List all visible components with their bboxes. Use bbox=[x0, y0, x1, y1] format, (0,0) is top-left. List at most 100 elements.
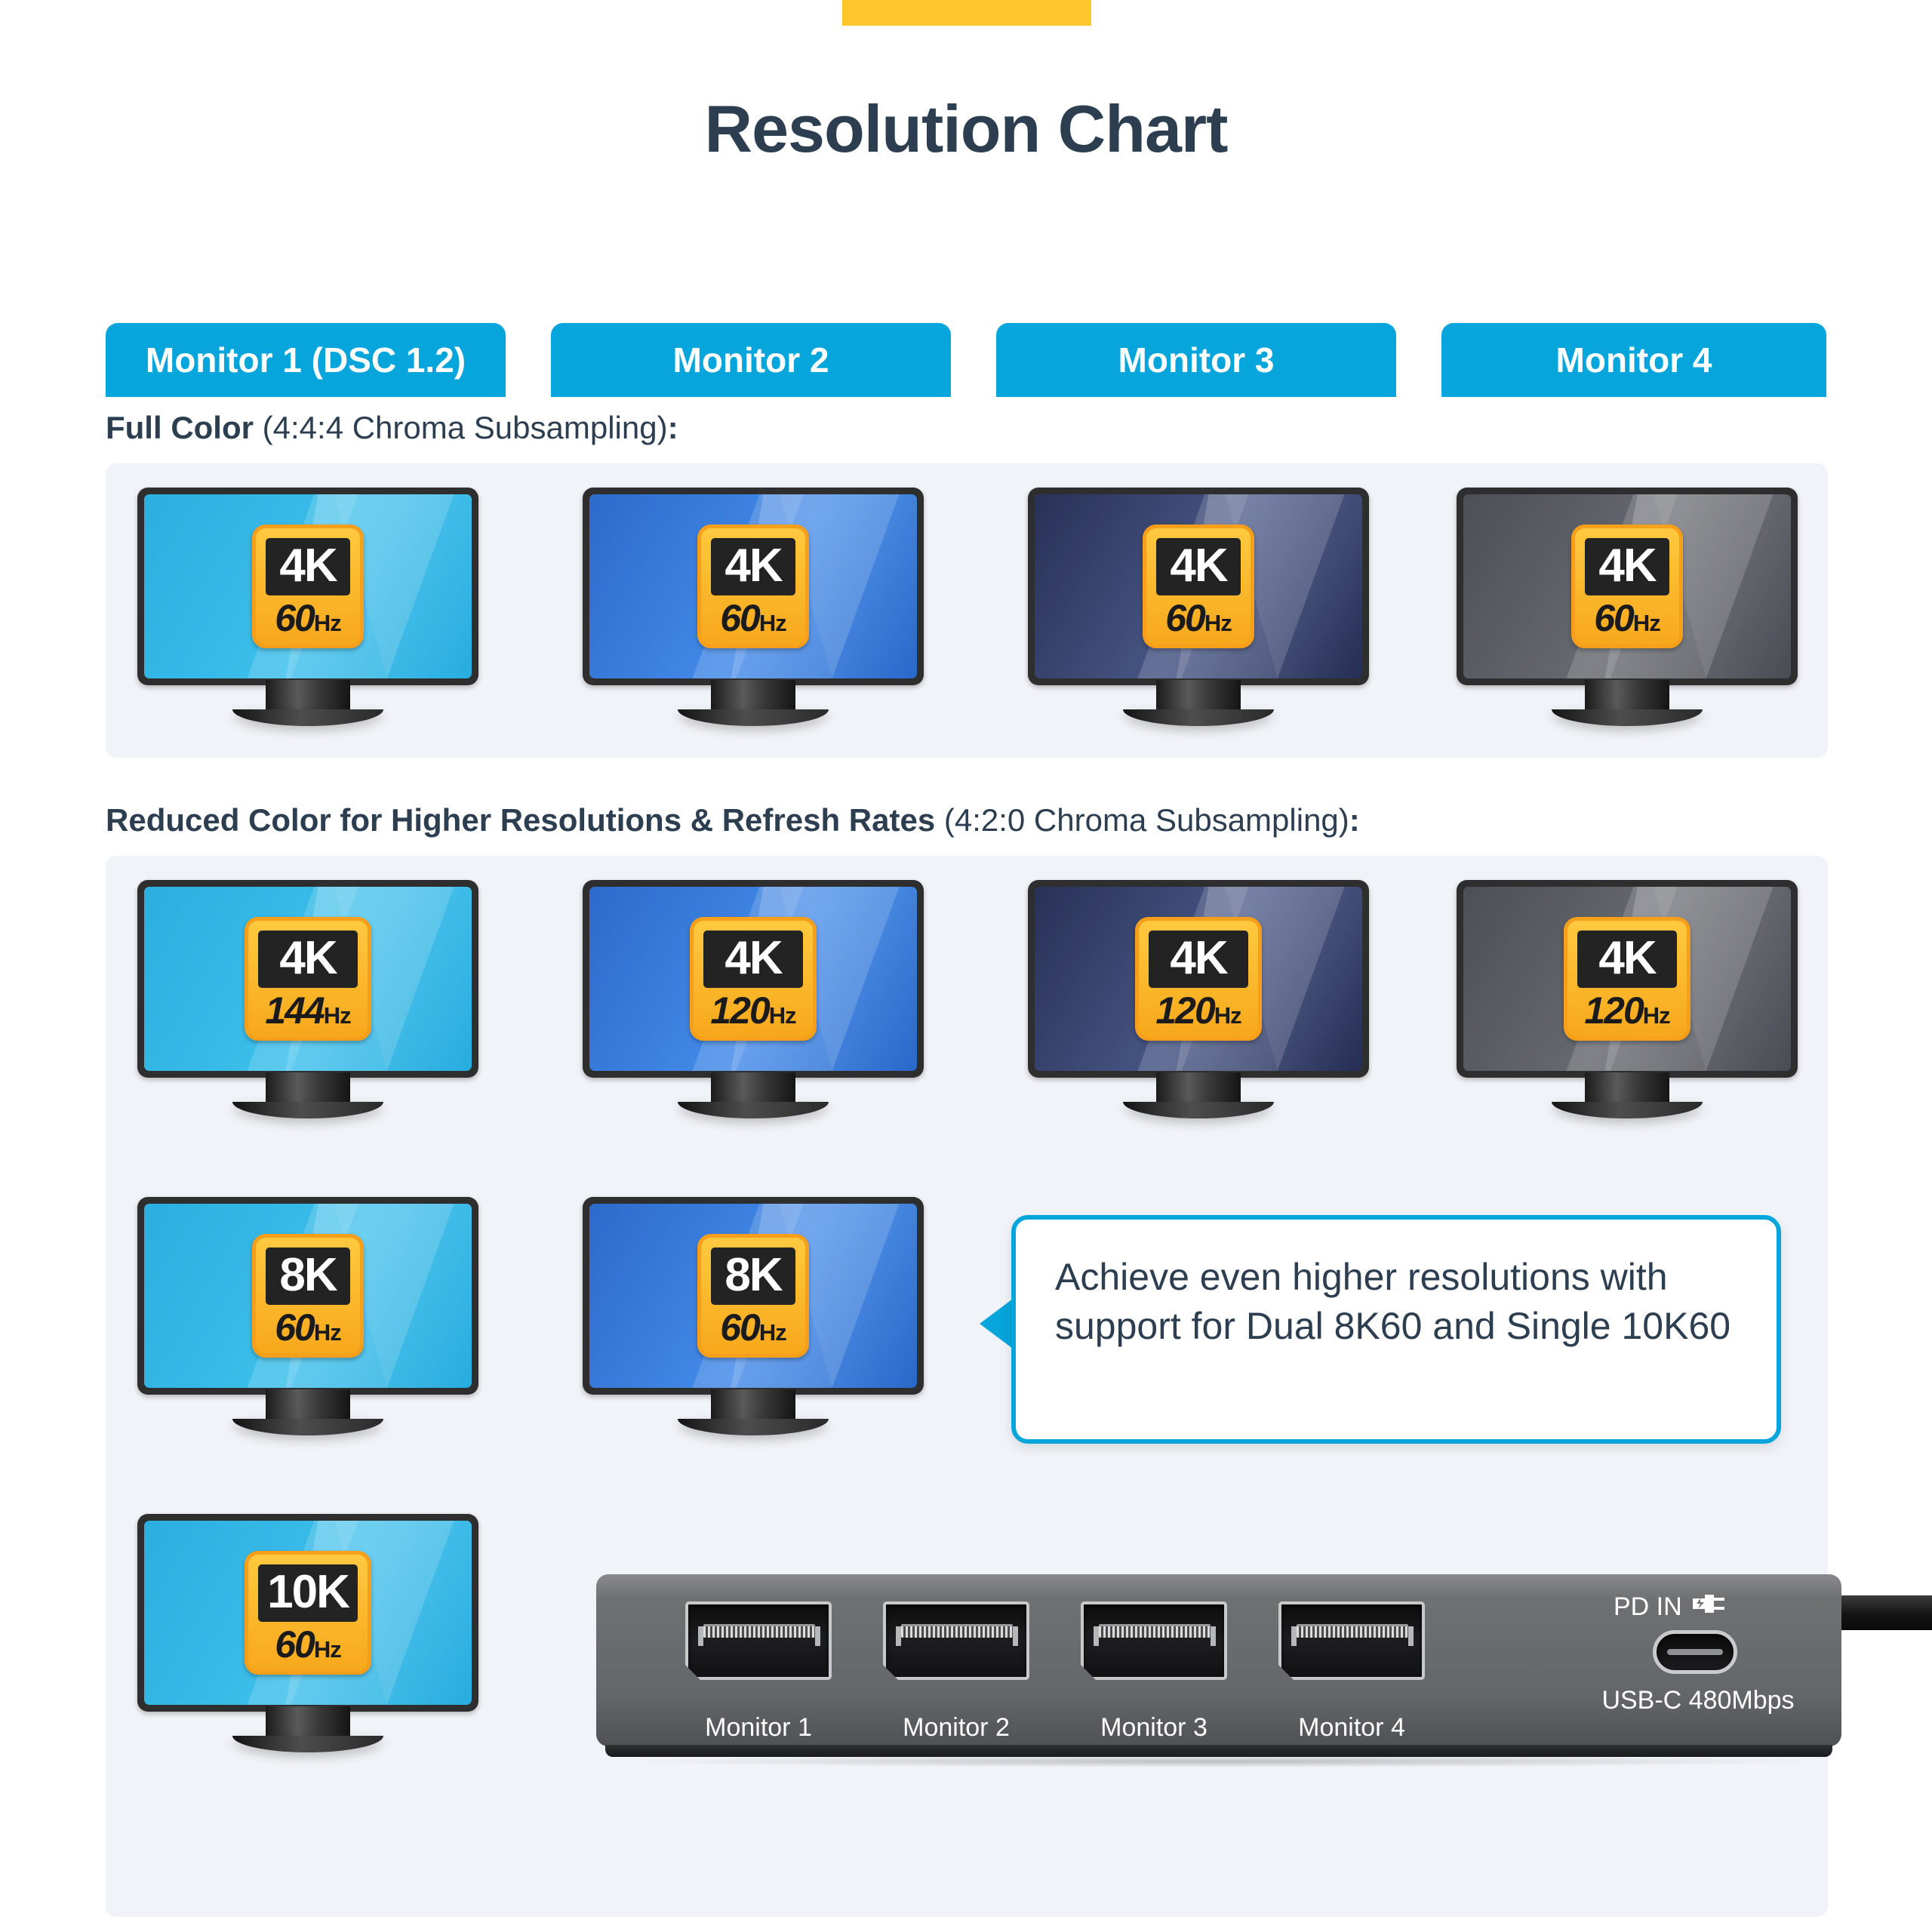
section-label-reduced-color-bold: Reduced Color for Higher Resolutions & R… bbox=[106, 802, 936, 838]
dp-port-group-1: Monitor 1 bbox=[685, 1601, 832, 1742]
resolution-value: 4K bbox=[703, 931, 803, 988]
callout-box: Achieve even higher resolutions with sup… bbox=[1011, 1215, 1781, 1444]
connector-pins bbox=[901, 1624, 1013, 1638]
monitor-screen: 4K 120Hz bbox=[1463, 887, 1791, 1071]
resolution-value: 4K bbox=[1149, 931, 1248, 988]
displayport-connector-3[interactable] bbox=[1081, 1601, 1227, 1680]
monitor-bezel: 4K 60Hz bbox=[1028, 488, 1369, 685]
resolution-badge: 4K 60Hz bbox=[1143, 525, 1254, 648]
monitor-neck bbox=[1156, 680, 1241, 714]
monitor-base bbox=[232, 1419, 383, 1435]
monitor-base bbox=[678, 709, 829, 726]
pd-in-label: PD IN bbox=[1614, 1592, 1682, 1621]
resolution-value: 4K bbox=[258, 931, 358, 988]
monitor-screen: 4K 60Hz bbox=[1463, 494, 1791, 678]
monitor-neck bbox=[711, 1072, 795, 1106]
tab-monitor-2-label: Monitor 2 bbox=[672, 340, 829, 380]
monitor-bezel: 4K 120Hz bbox=[1457, 880, 1798, 1078]
monitor-screen: 4K 144Hz bbox=[144, 887, 472, 1071]
displayport-connector-2[interactable] bbox=[883, 1601, 1029, 1680]
resolution-value: 4K bbox=[266, 538, 350, 595]
monitor-graphic-reduced-2-2: 8K 60Hz bbox=[583, 1197, 924, 1435]
dp-port-group-2: Monitor 2 bbox=[883, 1601, 1029, 1742]
monitor-neck bbox=[266, 1706, 350, 1740]
dp-port-group-3: Monitor 3 bbox=[1081, 1601, 1227, 1742]
resolution-value: 4K bbox=[1577, 931, 1677, 988]
monitor-tab-row: Monitor 1 (DSC 1.2) Monitor 2 Monitor 3 … bbox=[106, 323, 1826, 397]
monitor-screen: 8K 60Hz bbox=[144, 1204, 472, 1388]
refresh-rate-value: 60Hz bbox=[1594, 597, 1661, 639]
dp-port-label-2: Monitor 2 bbox=[903, 1713, 1010, 1742]
resolution-value: 4K bbox=[1585, 538, 1669, 595]
dock-illustration: Monitor 1 Monitor 2 Monitor 3 Monitor 4 … bbox=[596, 1571, 1932, 1798]
monitor-graphic-reduced-2-1: 8K 60Hz bbox=[137, 1197, 478, 1435]
monitor-bezel: 4K 120Hz bbox=[1028, 880, 1369, 1078]
usb-c-label: USB-C 480Mbps bbox=[1601, 1686, 1795, 1715]
refresh-rate-value: 60Hz bbox=[275, 597, 342, 639]
usb-c-connector[interactable] bbox=[1653, 1630, 1737, 1674]
section-label-full-color-colon: : bbox=[667, 410, 678, 445]
monitor-base bbox=[1552, 1102, 1703, 1118]
top-accent-bar bbox=[842, 0, 1091, 26]
power-plug-icon bbox=[1691, 1591, 1726, 1623]
refresh-rate-value: 60Hz bbox=[720, 597, 787, 639]
resolution-value: 8K bbox=[711, 1247, 795, 1305]
pd-in-group: PD IN bbox=[1614, 1591, 1726, 1623]
tab-monitor-1[interactable]: Monitor 1 (DSC 1.2) bbox=[106, 323, 506, 397]
monitor-neck bbox=[266, 680, 350, 714]
refresh-rate-value: 120Hz bbox=[1155, 989, 1241, 1032]
monitor-screen: 8K 60Hz bbox=[589, 1204, 917, 1388]
resolution-badge: 4K 120Hz bbox=[1564, 917, 1690, 1041]
tab-monitor-3[interactable]: Monitor 3 bbox=[996, 323, 1396, 397]
monitor-bezel: 4K 60Hz bbox=[1457, 488, 1798, 685]
monitor-graphic-full-3: 4K 60Hz bbox=[1028, 488, 1369, 726]
displayport-connector-1[interactable] bbox=[685, 1601, 832, 1680]
monitor-neck bbox=[1585, 1072, 1669, 1106]
monitor-screen: 10K 60Hz bbox=[144, 1521, 472, 1705]
tab-monitor-4[interactable]: Monitor 4 bbox=[1441, 323, 1826, 397]
resolution-badge: 4K 60Hz bbox=[697, 525, 809, 648]
displayport-connector-4[interactable] bbox=[1278, 1601, 1425, 1680]
monitor-base bbox=[1123, 709, 1274, 726]
tab-monitor-4-label: Monitor 4 bbox=[1555, 340, 1712, 380]
dock-body: Monitor 1 Monitor 2 Monitor 3 Monitor 4 … bbox=[596, 1574, 1841, 1746]
page-title: Resolution Chart bbox=[704, 91, 1229, 166]
monitor-bezel: 10K 60Hz bbox=[137, 1514, 478, 1712]
resolution-badge: 4K 120Hz bbox=[690, 917, 817, 1041]
monitor-bezel: 4K 120Hz bbox=[583, 880, 924, 1078]
section-label-reduced-color-colon: : bbox=[1349, 802, 1360, 838]
refresh-rate-value: 120Hz bbox=[1584, 989, 1670, 1032]
connector-pins bbox=[1099, 1624, 1211, 1638]
monitor-graphic-full-2: 4K 60Hz bbox=[583, 488, 924, 726]
monitor-bezel: 4K 144Hz bbox=[137, 880, 478, 1078]
refresh-rate-value: 60Hz bbox=[275, 1306, 342, 1349]
monitor-graphic-reduced-3-1: 10K 60Hz bbox=[137, 1514, 478, 1752]
dock-shadow bbox=[619, 1755, 1826, 1767]
monitor-screen: 4K 120Hz bbox=[589, 887, 917, 1071]
resolution-value: 4K bbox=[711, 538, 795, 595]
monitor-bezel: 4K 60Hz bbox=[137, 488, 478, 685]
monitor-base bbox=[232, 1736, 383, 1752]
callout-text: Achieve even higher resolutions with sup… bbox=[1055, 1256, 1731, 1347]
monitor-bezel: 8K 60Hz bbox=[583, 1197, 924, 1395]
monitor-base bbox=[1552, 709, 1703, 726]
monitor-screen: 4K 60Hz bbox=[144, 494, 472, 678]
resolution-value: 4K bbox=[1156, 538, 1241, 595]
resolution-badge: 8K 60Hz bbox=[252, 1234, 364, 1358]
monitor-screen: 4K 60Hz bbox=[589, 494, 917, 678]
callout-pointer bbox=[980, 1297, 1016, 1351]
monitor-graphic-full-1: 4K 60Hz bbox=[137, 488, 478, 726]
monitor-bezel: 4K 60Hz bbox=[583, 488, 924, 685]
dp-port-group-4: Monitor 4 bbox=[1278, 1601, 1425, 1742]
tab-monitor-3-label: Monitor 3 bbox=[1118, 340, 1275, 380]
monitor-neck bbox=[1585, 680, 1669, 714]
refresh-rate-value: 60Hz bbox=[275, 1623, 342, 1666]
tab-monitor-2[interactable]: Monitor 2 bbox=[551, 323, 951, 397]
section-label-reduced-color: Reduced Color for Higher Resolutions & R… bbox=[106, 802, 1360, 838]
monitor-graphic-reduced-1-4: 4K 120Hz bbox=[1457, 880, 1798, 1118]
monitor-base bbox=[232, 709, 383, 726]
tab-monitor-1-label: Monitor 1 (DSC 1.2) bbox=[145, 340, 466, 380]
monitor-graphic-reduced-1-1: 4K 144Hz bbox=[137, 880, 478, 1118]
section-label-full-color-bold: Full Color bbox=[106, 410, 254, 445]
